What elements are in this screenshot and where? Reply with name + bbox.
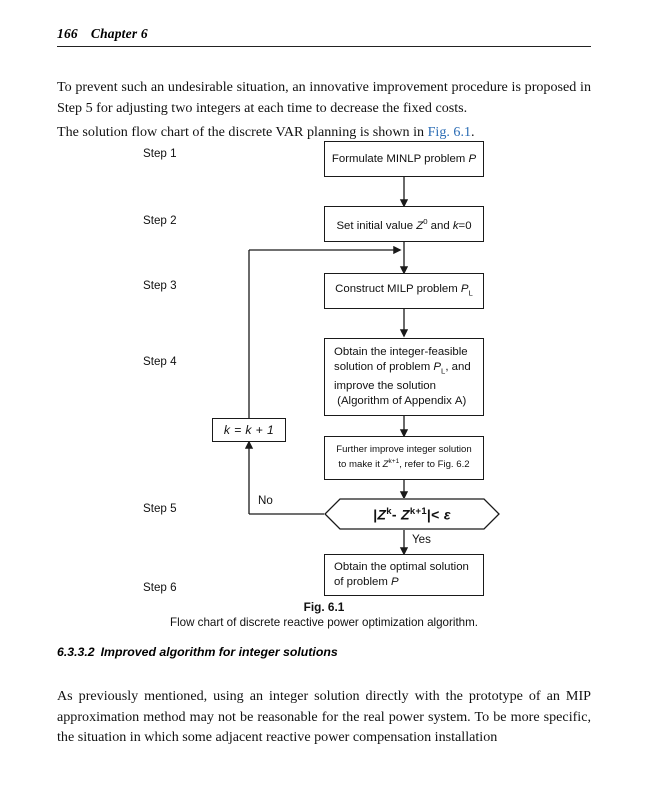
- header-rule: [57, 46, 591, 47]
- flow-node-step1-text: Formulate MINLP problem P: [331, 152, 477, 165]
- step-label-5: Step 5: [143, 502, 177, 515]
- edge-label-yes: Yes: [412, 533, 431, 546]
- flow-node-decision-text: |Zk- Zk+1|< ε: [373, 505, 451, 523]
- chapter-label: Chapter 6: [90, 26, 148, 41]
- flow-node-step4[interactable]: Obtain the integer-feasible solution of …: [324, 338, 484, 416]
- flow-node-step2[interactable]: Set initial value Z0 and k=0: [324, 206, 484, 242]
- figure-caption-text: Flow chart of discrete reactive power op…: [169, 616, 478, 629]
- section-heading: 6.3.3.2 Improved algorithm for integer so…: [57, 645, 591, 659]
- flow-node-decision[interactable]: |Zk- Zk+1|< ε: [324, 498, 500, 530]
- figure-caption-number: Fig. 6.1: [303, 600, 345, 614]
- flow-node-step3-text: Construct MILP problem PL: [335, 282, 473, 298]
- step-label-3: Step 3: [143, 279, 177, 292]
- figure-flowchart: Step 1 Step 2 Step 3 Step 4 Step 5 Step …: [0, 130, 648, 640]
- flow-node-increment-text: k = k + 1: [223, 422, 275, 437]
- flow-node-step1[interactable]: Formulate MINLP problem P: [324, 141, 484, 177]
- edge-label-no: No: [258, 494, 273, 507]
- section-title: Improved algorithm for integer solutions: [100, 645, 338, 659]
- flow-node-increment[interactable]: k = k + 1: [212, 418, 286, 442]
- step-label-6: Step 6: [143, 581, 177, 594]
- paragraph-intro: To prevent such an undesirable situation…: [57, 79, 591, 116]
- paragraph-figure-ref-text: The solution flow chart of the discrete …: [57, 124, 428, 141]
- paragraph-figure-ref-period: .: [471, 124, 475, 141]
- page-number: 166: [57, 26, 78, 41]
- decision-hexagon-shape: [324, 498, 500, 530]
- flow-node-step2-text: Set initial value Z0 and k=0: [336, 217, 472, 232]
- flow-node-further-improve-text: Further improve integer solution to make…: [336, 443, 472, 471]
- section-number: 6.3.3.2: [57, 645, 95, 659]
- step-label-1: Step 1: [143, 147, 177, 160]
- step-label-4: Step 4: [143, 355, 177, 368]
- figure-link[interactable]: Fig. 6.1: [427, 124, 472, 141]
- running-head: 166 Chapter 6: [57, 26, 591, 42]
- flowchart-connectors: [244, 177, 409, 556]
- page-header: 166 Chapter 6: [57, 26, 591, 47]
- flow-node-step4-text: Obtain the integer-feasible solution of …: [334, 346, 471, 407]
- flow-node-step3[interactable]: Construct MILP problem PL: [324, 273, 484, 309]
- paragraph-figure-ref: The solution flow chart of the discrete …: [57, 122, 591, 143]
- figure-caption: Fig. 6.1 Flow chart of discrete reactive…: [0, 600, 648, 629]
- paragraph-body: As previously mentioned, using an intege…: [57, 688, 591, 746]
- step-label-2: Step 2: [143, 214, 177, 227]
- flow-node-further-improve[interactable]: Further improve integer solution to make…: [324, 436, 484, 480]
